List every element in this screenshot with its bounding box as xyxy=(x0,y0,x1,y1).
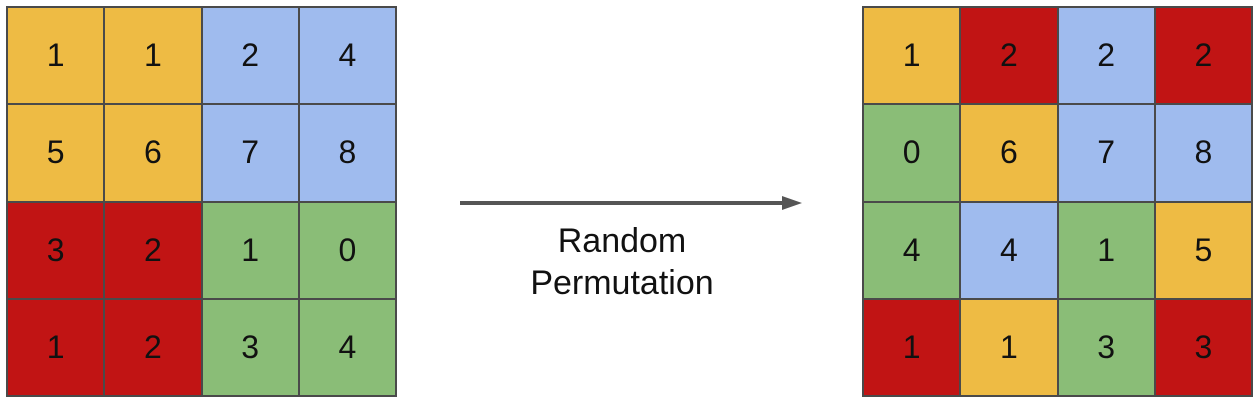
permuted-grid-cell: 8 xyxy=(1154,104,1252,202)
input-grid-cell: 1 xyxy=(7,298,105,396)
input-grid-cell: 8 xyxy=(298,104,396,202)
permuted-grid-cell: 2 xyxy=(1057,7,1155,105)
permuted-grid-cell: 1 xyxy=(1057,201,1155,299)
input-grid-cell: 5 xyxy=(7,104,105,202)
input-grid-cell: 2 xyxy=(201,7,299,105)
input-grid-cell: 1 xyxy=(7,7,105,105)
permutation-arrow xyxy=(460,196,802,210)
arrow-caption: Random Permutation xyxy=(472,220,772,304)
permuted-grid-cell: 3 xyxy=(1057,298,1155,396)
permuted-grid-cell: 3 xyxy=(1154,298,1252,396)
permuted-grid-cell: 4 xyxy=(960,201,1058,299)
permuted-grid-cell: 7 xyxy=(1057,104,1155,202)
input-grid-cell: 7 xyxy=(201,104,299,202)
input-grid-cell: 6 xyxy=(104,104,202,202)
permuted-grid-cell: 5 xyxy=(1154,201,1252,299)
input-grid-cell: 3 xyxy=(201,298,299,396)
permuted-grid-cell: 2 xyxy=(1154,7,1252,105)
input-grid-cell: 0 xyxy=(298,201,396,299)
input-grid-cell: 3 xyxy=(7,201,105,299)
permuted-grid-cell: 1 xyxy=(863,7,961,105)
input-grid-cell: 4 xyxy=(298,298,396,396)
permuted-grid-cell: 2 xyxy=(960,7,1058,105)
input-grid-cell: 4 xyxy=(298,7,396,105)
input-grid-cell: 2 xyxy=(104,201,202,299)
input-grid-cell: 1 xyxy=(201,201,299,299)
permuted-grid-cell: 6 xyxy=(960,104,1058,202)
caption-line-1: Random xyxy=(557,222,687,260)
caption-line-2: Permutation xyxy=(530,264,714,302)
input-grid-cell: 2 xyxy=(104,298,202,396)
permuted-grid-cell: 1 xyxy=(960,298,1058,396)
permuted-grid-cell: 1 xyxy=(863,298,961,396)
input-grid-cell: 1 xyxy=(104,7,202,105)
permuted-grid-cell: 4 xyxy=(863,201,961,299)
permuted-grid-cell: 0 xyxy=(863,104,961,202)
